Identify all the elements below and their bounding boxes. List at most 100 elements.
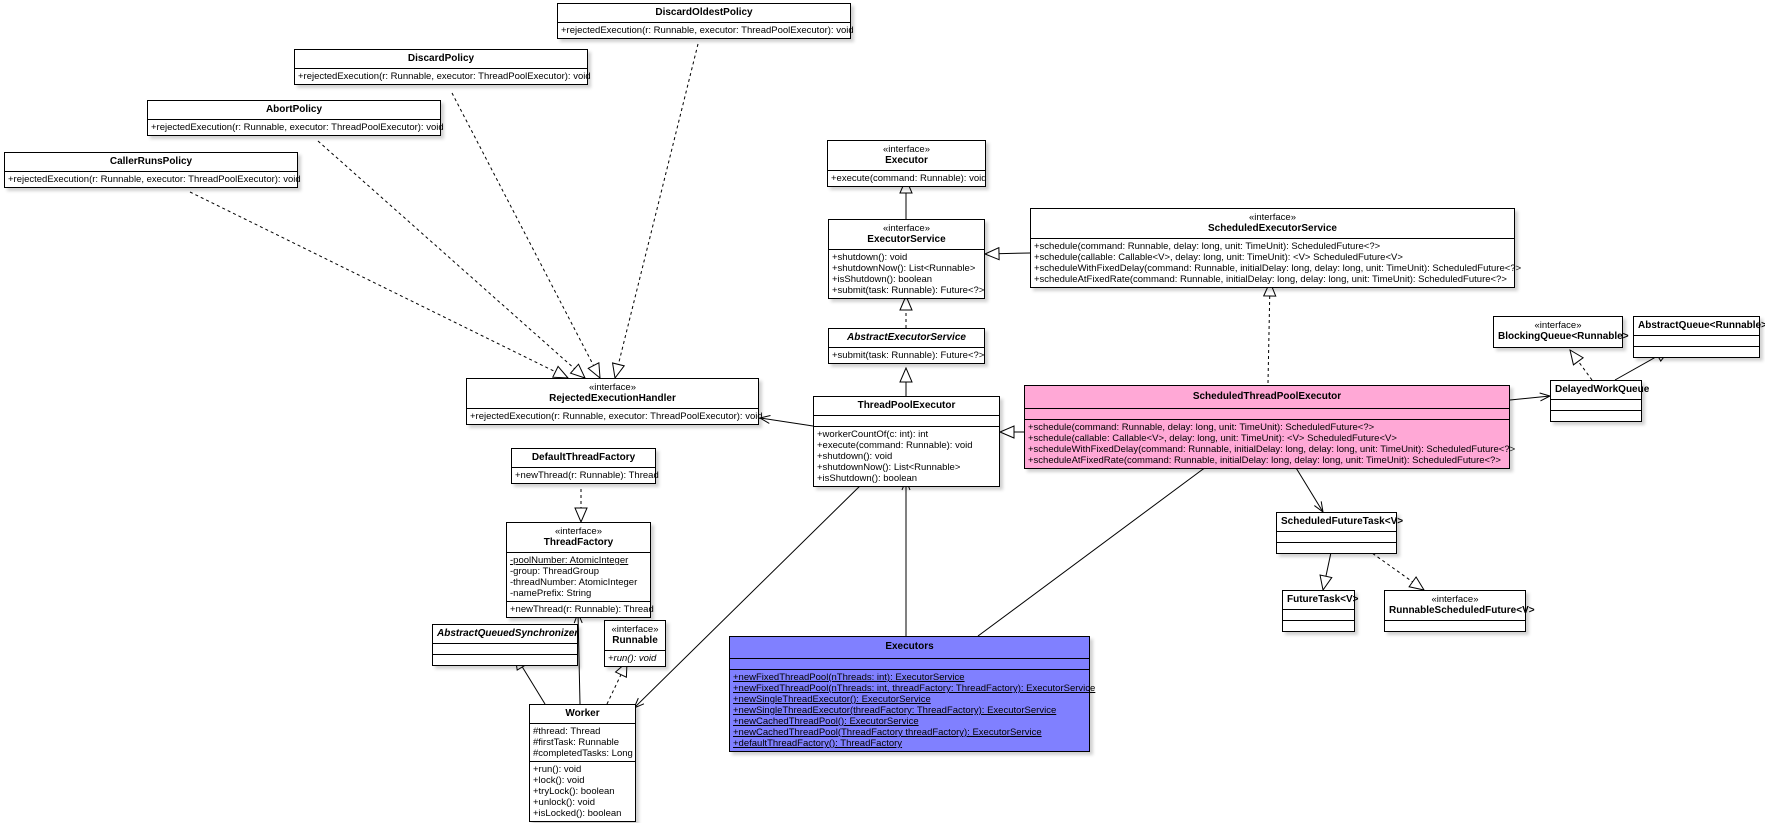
class-name: CallerRunsPolicy <box>109 156 193 167</box>
class-name: RunnableScheduledFuture<V> <box>1389 605 1535 616</box>
edge-worker-runnable <box>606 662 627 705</box>
edge-abort-handler <box>317 140 585 378</box>
class-future-task: FutureTask<V> <box>1282 590 1359 632</box>
method: +run(): void <box>608 653 657 664</box>
attribute: #firstTask: Runnable <box>533 737 620 748</box>
interface-blocking-queue: «interface»BlockingQueue<Runnable> <box>1493 316 1629 348</box>
class-caller-runs-policy: CallerRunsPolicy +rejectedExecution(r: R… <box>4 152 301 188</box>
interface-scheduled-executor-service: «interface»ScheduledExecutorService +sch… <box>1030 208 1522 288</box>
class-name: AbstractExecutorService <box>847 332 966 343</box>
method: +shutdown(): void <box>817 451 893 462</box>
attribute: #completedTasks: Long <box>533 748 633 759</box>
method: +submit(task: Runnable): Future<?> <box>832 350 985 361</box>
method: +shutdownNow(): List<Runnable> <box>832 263 976 274</box>
class-name: Worker <box>565 708 600 719</box>
attribute: -poolNumber: AtomicInteger <box>510 555 629 566</box>
class-name: Runnable <box>612 635 658 646</box>
class-thread-pool-executor: ThreadPoolExecutor +workerCountOf(c: int… <box>813 396 1000 487</box>
class-delayed-work-queue: DelayedWorkQueue <box>1550 380 1650 422</box>
attribute: -threadNumber: AtomicInteger <box>510 577 638 588</box>
class-discard-policy: DiscardPolicy +rejectedExecution(r: Runn… <box>294 49 591 85</box>
class-name: ScheduledFutureTask<V> <box>1281 516 1404 527</box>
class-abstract-queued-synchronizer: AbstractQueuedSynchronizer <box>432 624 578 666</box>
stereotype: «interface» <box>611 624 659 635</box>
edge-threadpool-worker <box>634 479 867 708</box>
interface-runnable-scheduled-future: «interface»RunnableScheduledFuture<V> <box>1384 590 1535 632</box>
method: +newThread(r: Runnable): Thread <box>510 604 654 615</box>
method: +newCachedThreadPool(ThreadFactory threa… <box>733 727 1042 738</box>
method: +shutdownNow(): List<Runnable> <box>817 462 961 473</box>
stereotype: «interface» <box>1431 594 1479 605</box>
method: +scheduleWithFixedDelay(command: Runnabl… <box>1034 263 1522 274</box>
class-name: Executor <box>885 155 928 166</box>
stereotype: «interface» <box>554 526 602 537</box>
class-name: DelayedWorkQueue <box>1555 384 1650 395</box>
edge-executors-stpe <box>977 458 1218 637</box>
class-scheduled-future-task: ScheduledFutureTask<V> <box>1276 512 1404 554</box>
attribute: -group: ThreadGroup <box>510 566 600 577</box>
class-name: DefaultThreadFactory <box>531 452 636 463</box>
method: +scheduleAtFixedRate(command: Runnable, … <box>1034 274 1507 285</box>
class-name: ExecutorService <box>867 234 946 245</box>
method: +rejectedExecution(r: Runnable, executor… <box>8 174 301 185</box>
class-name: Executors <box>885 641 934 652</box>
interface-executor: «interface»Executor +execute(command: Ru… <box>827 140 987 187</box>
method: +rejectedExecution(r: Runnable, executor… <box>470 411 763 422</box>
method: +lock(): void <box>533 775 585 786</box>
stereotype: «interface» <box>588 382 636 393</box>
method: +run(): void <box>533 764 582 775</box>
method: +newSingleThreadExecutor(threadFactory: … <box>733 705 1057 716</box>
method: +isShutdown(): boolean <box>817 473 918 484</box>
method: +schedule(callable: Callable<V>, delay: … <box>1034 252 1403 263</box>
class-name: ScheduledThreadPoolExecutor <box>1192 391 1342 402</box>
method: +newSingleThreadExecutor(): ExecutorServ… <box>733 694 931 705</box>
stereotype: «interface» <box>1534 320 1582 331</box>
method: +execute(command: Runnable): void <box>817 440 973 451</box>
stereotype: «interface» <box>882 144 930 155</box>
class-name: ScheduledExecutorService <box>1208 223 1337 234</box>
edge-threadpool-handler <box>760 418 814 427</box>
method: +workerCountOf(c: int): int <box>817 429 929 440</box>
class-name: RejectedExecutionHandler <box>549 393 676 404</box>
class-discard-oldest-policy: DiscardOldestPolicy +rejectedExecution(r… <box>557 3 854 39</box>
edge-worker-threadfactory <box>578 613 580 705</box>
attribute: #thread: Thread <box>533 726 601 737</box>
class-name: ThreadPoolExecutor <box>857 400 956 411</box>
stereotype: «interface» <box>882 223 930 234</box>
class-name: BlockingQueue<Runnable> <box>1498 331 1629 342</box>
method: +unlock(): void <box>533 797 596 808</box>
stereotype: «interface» <box>1248 212 1296 223</box>
edge-discardoldest-handler <box>615 43 699 378</box>
method: +isLocked(): boolean <box>533 808 622 819</box>
edge-stpe-scheduledservice <box>1268 282 1270 384</box>
class-name: AbstractQueuedSynchronizer <box>437 628 579 639</box>
method: +execute(command: Runnable): void <box>831 173 987 184</box>
class-default-thread-factory: DefaultThreadFactory +newThread(r: Runna… <box>511 448 659 484</box>
edge-discard-handler <box>451 92 600 378</box>
class-worker: Worker #thread: Thread #firstTask: Runna… <box>529 704 636 822</box>
class-name: DiscardOldestPolicy <box>655 7 753 18</box>
interface-thread-factory: «interface»ThreadFactory -poolNumber: At… <box>506 522 654 618</box>
edge-callerruns-handler <box>189 191 568 378</box>
class-abstract-executor-service: AbstractExecutorService +submit(task: Ru… <box>828 328 985 364</box>
edge-stpe-delayedqueue <box>1509 396 1550 400</box>
class-name: DiscardPolicy <box>407 53 475 64</box>
method: +rejectedExecution(r: Runnable, executor… <box>298 71 591 82</box>
method: +schedule(command: Runnable, delay: long… <box>1028 422 1375 433</box>
edge-scheduledservice-executorservice <box>985 253 1031 254</box>
method: +newCachedThreadPool(): ExecutorService <box>733 716 919 727</box>
interface-executor-service: «interface»ExecutorService +shutdown(): … <box>828 219 985 299</box>
class-executors: Executors +newFixedThreadPool(nThreads: … <box>729 636 1095 752</box>
class-abort-policy: AbortPolicy +rejectedExecution(r: Runnab… <box>147 100 444 136</box>
method: +scheduleWithFixedDelay(command: Runnabl… <box>1028 444 1516 455</box>
method: +tryLock(): boolean <box>533 786 615 797</box>
class-name: AbstractQueue<Runnable> <box>1638 320 1765 331</box>
method: +submit(task: Runnable): Future<?> <box>832 285 985 296</box>
method: +schedule(callable: Callable<V>, delay: … <box>1028 433 1397 444</box>
class-scheduled-thread-pool-executor: ScheduledThreadPoolExecutor +schedule(co… <box>1024 385 1516 469</box>
method: +schedule(command: Runnable, delay: long… <box>1034 241 1381 252</box>
interface-rejected-execution-handler: «interface»RejectedExecutionHandler +rej… <box>466 378 763 425</box>
class-name: AbortPolicy <box>265 104 323 115</box>
method: +rejectedExecution(r: Runnable, executor… <box>151 122 444 133</box>
